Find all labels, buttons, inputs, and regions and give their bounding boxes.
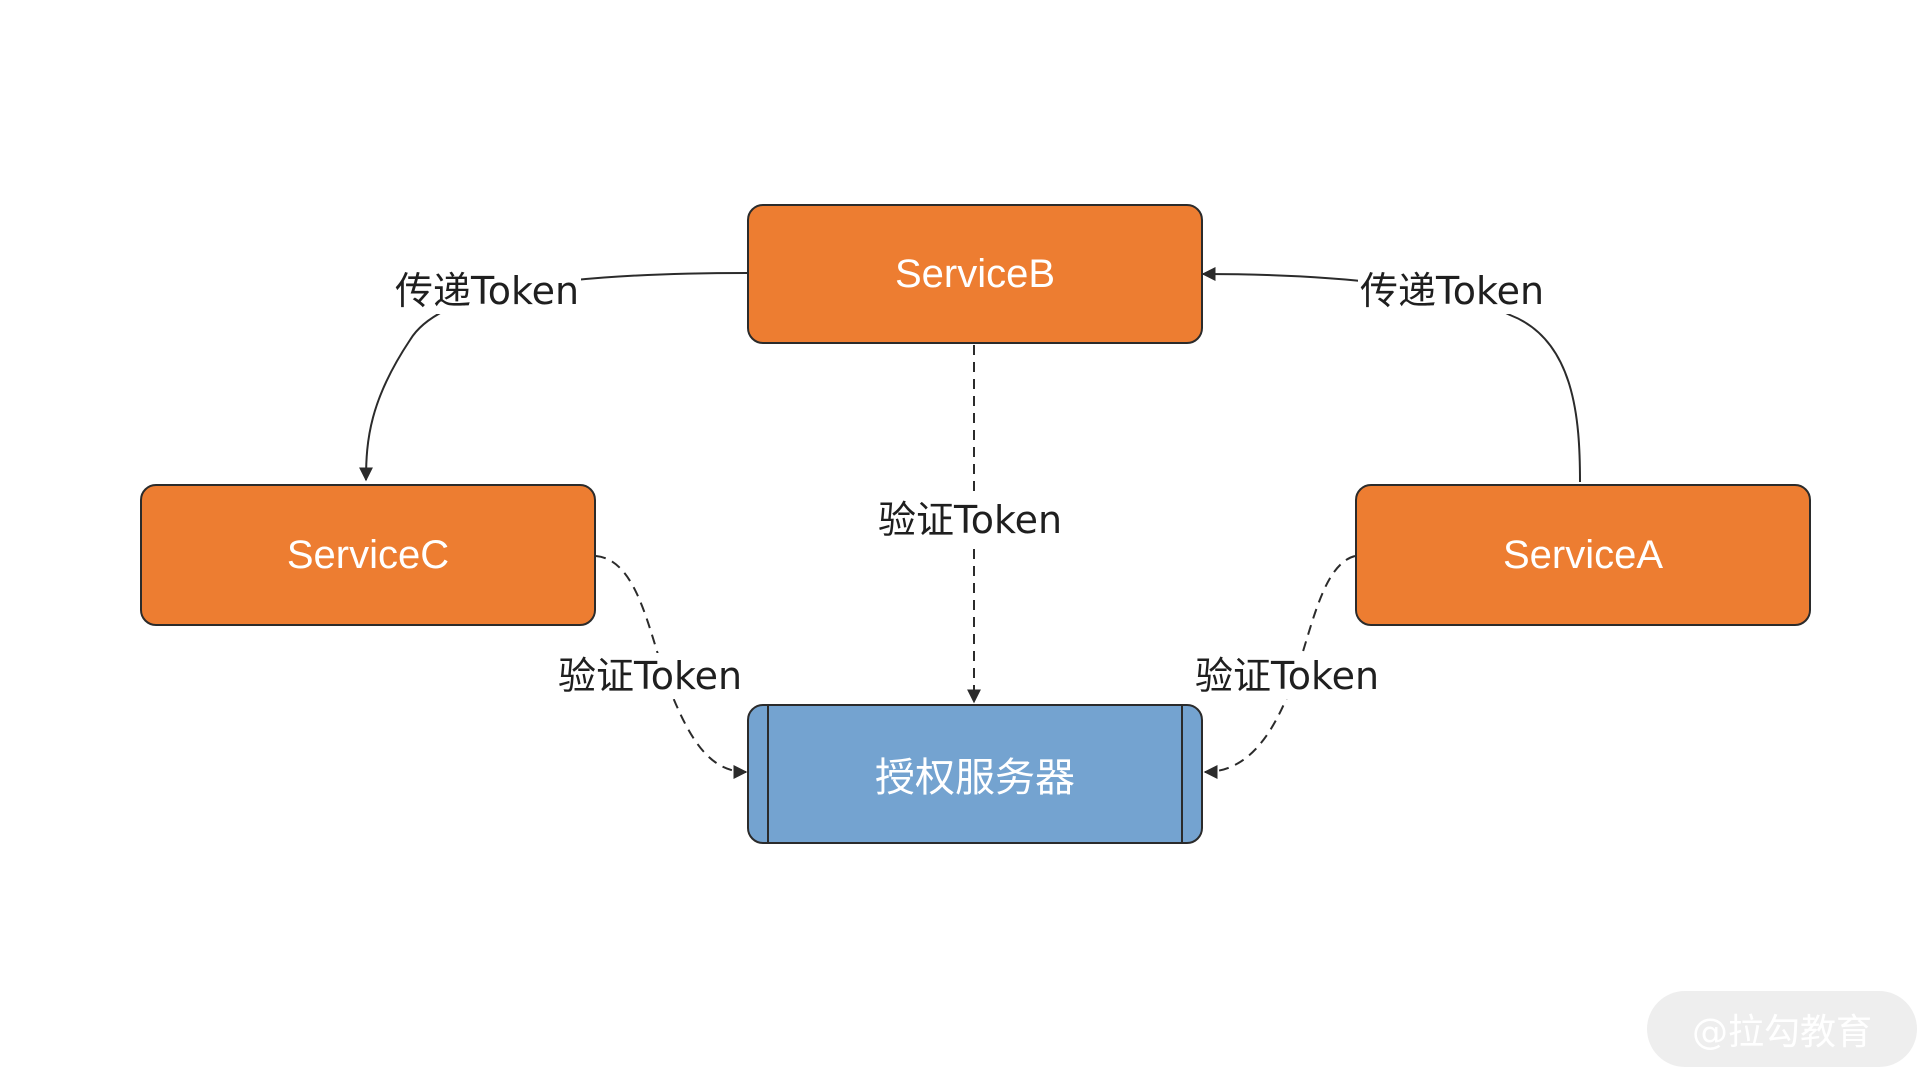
auth-server-right-bar — [1181, 706, 1183, 842]
edge-label-a-verify: 验证Token — [1193, 653, 1382, 699]
edge-label-b-verify: 验证Token — [876, 497, 1065, 543]
service-a-node[interactable]: ServiceA — [1355, 484, 1811, 626]
edge-label-c-verify: 验证Token — [556, 653, 745, 699]
auth-server-label: 授权服务器 — [875, 756, 1075, 800]
service-b-label: ServiceB — [894, 251, 1056, 296]
edge-label-a-to-b: 传递Token — [1358, 268, 1547, 314]
edge-label-b-to-c: 传递Token — [393, 268, 582, 314]
service-c-label: ServiceC — [286, 532, 450, 577]
service-c-node[interactable]: ServiceC — [140, 484, 596, 626]
auth-server-left-bar — [767, 706, 769, 842]
auth-server-node[interactable]: 授权服务器 — [747, 704, 1203, 844]
watermark-text: @拉勾教育 — [1691, 1012, 1872, 1053]
service-b-node[interactable]: ServiceB — [747, 204, 1203, 344]
watermark-badge: @拉勾教育 — [1647, 991, 1917, 1067]
edge-b-to-c — [359, 272, 748, 482]
service-a-label: ServiceA — [1502, 532, 1664, 577]
